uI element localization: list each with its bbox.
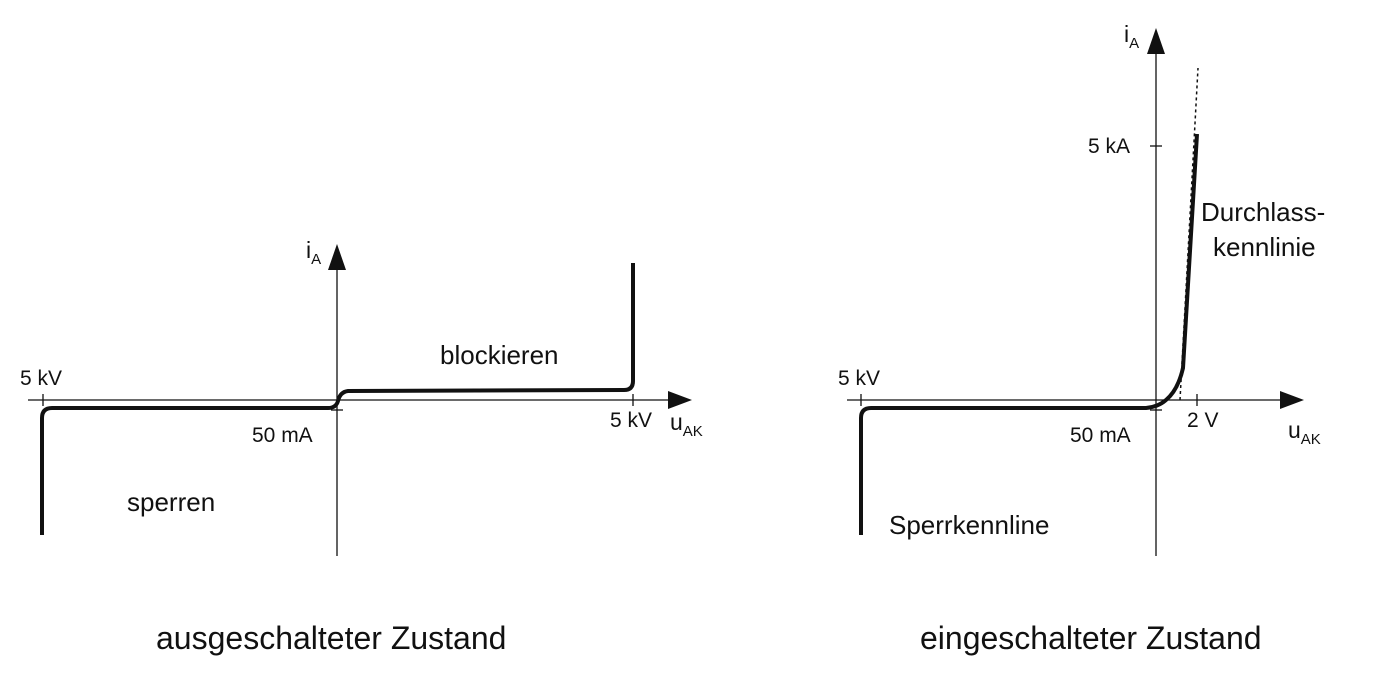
right-current-low-tick-label: 50 mA (1070, 424, 1131, 447)
left-diagram: iA uAK 5 kV 5 kV 50 mA blockieren sperre… (20, 237, 703, 656)
right-caption: eingeschalteter Zustand (920, 620, 1262, 656)
right-characteristic-curve (859, 133, 1199, 535)
right-y-axis-label: iA (1124, 21, 1139, 52)
right-forward-curve-label-line2: kennlinie (1213, 232, 1316, 262)
right-forward-curve-label-line1: Durchlass- (1201, 197, 1325, 227)
right-reverse-curve-label: Sperrkennline (889, 510, 1049, 540)
left-current-tick-label: 50 mA (252, 424, 313, 447)
left-characteristic-curve (40, 263, 635, 535)
right-current-high-tick-label: 5 kA (1088, 135, 1130, 158)
right-y-axis-arrow (1147, 28, 1165, 54)
left-neg-voltage-tick-label: 5 kV (20, 367, 62, 390)
right-x-axis-label: uAK (1288, 417, 1321, 448)
right-forward-voltage-tick-label: 2 V (1187, 409, 1219, 432)
left-pos-voltage-tick-label: 5 kV (610, 409, 652, 432)
left-blocking-region-label: blockieren (440, 340, 559, 370)
left-y-axis-arrow (328, 244, 346, 270)
right-neg-voltage-tick-label: 5 kV (838, 367, 880, 390)
left-caption: ausgeschalteter Zustand (156, 620, 506, 656)
left-y-axis-label: iA (306, 237, 321, 268)
right-x-axis-arrow (1280, 391, 1304, 409)
right-diagram: iA uAK 5 kV 2 V 50 mA 5 kA Durchlass- ke… (838, 21, 1325, 656)
left-x-axis-arrow (668, 391, 692, 409)
left-x-axis-label: uAK (670, 409, 703, 440)
left-reverse-region-label: sperren (127, 487, 215, 517)
